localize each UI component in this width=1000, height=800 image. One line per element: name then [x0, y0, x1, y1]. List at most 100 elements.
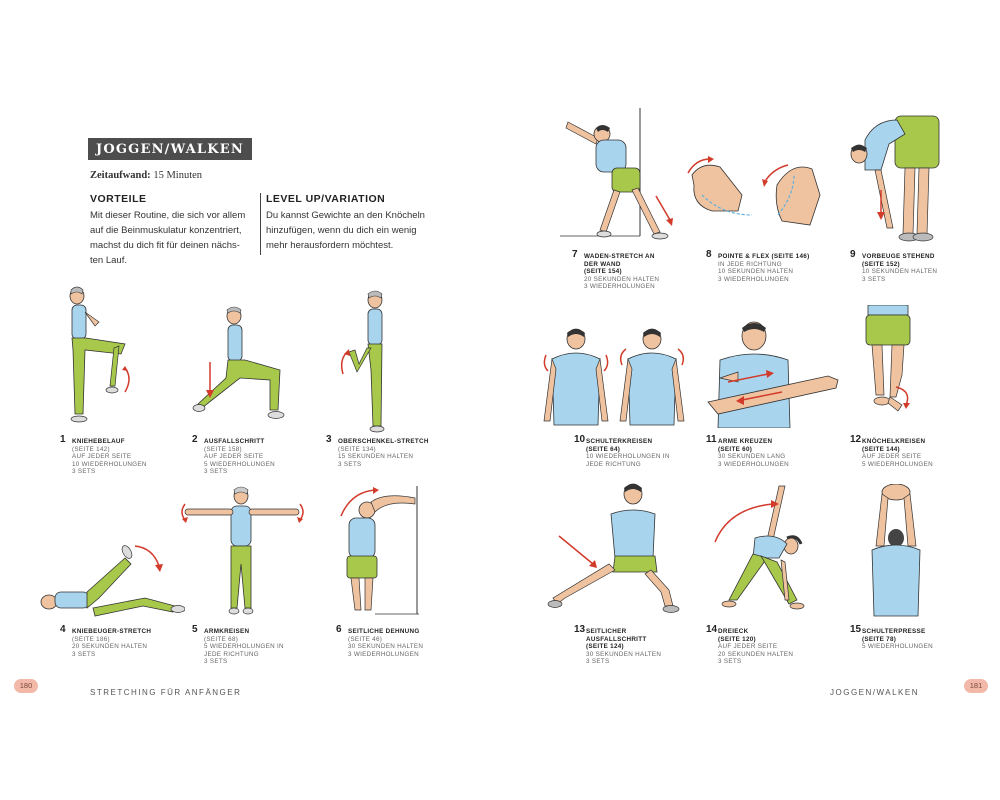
level-heading: LEVEL UP/VARIATION [266, 193, 386, 205]
footer-left: STRETCHING FÜR ANFÄNGER [90, 688, 242, 697]
exercise-name: POINTE & FLEX (SEITE 146) [718, 253, 810, 260]
exercise-detail: (SEITE 158) [204, 445, 242, 453]
exercise-caption-4: 4 KNIEBEUGER-STRETCH (SEITE 186) 20 SEKU… [60, 625, 192, 658]
exercise-detail: 15 SEKUNDEN HALTEN [338, 453, 414, 461]
exercise-detail: 30 SEKUNDEN HALTEN [348, 643, 424, 651]
illustration-calf-stretch [560, 108, 675, 248]
page-number-right: 181 [964, 679, 988, 693]
exercise-name: AUSFALLSCHRITT [204, 438, 265, 445]
illustration-shoulder-press [862, 484, 932, 619]
exercise-detail: 20 SEKUNDEN HALTEN [718, 650, 794, 658]
exercise-number: 2 [192, 434, 198, 445]
exercise-detail: 10 SEKUNDEN HALTEN [718, 268, 794, 276]
illustration-lunge [190, 300, 300, 435]
exercise-detail: 5 WIEDERHOLUNGEN [204, 460, 275, 468]
exercise-name: OBERSCHENKEL-STRETCH [338, 438, 429, 445]
exercise-caption-8: 8 POINTE & FLEX (SEITE 146) IN JEDE RICH… [706, 250, 838, 283]
illustration-forward-bend [845, 110, 945, 248]
level-line: Du kannst Gewichte an den Knöcheln [266, 210, 425, 221]
exercise-detail: (SEITE 142) [72, 445, 110, 453]
exercise-detail: (SEITE 124) [586, 643, 624, 651]
right-page: 7 WADEN-STRETCH AN DER WAND (SEITE 154) … [500, 0, 1000, 800]
footer-right: JOGGEN/WALKEN [830, 688, 919, 697]
exercise-number: 12 [850, 434, 862, 445]
section-title: JOGGEN/WALKEN [88, 138, 252, 160]
exercise-number: 10 [574, 434, 586, 445]
exercise-number: 7 [572, 249, 578, 260]
exercise-detail: AUF JEDER SEITE [204, 453, 264, 461]
illustration-cross-arms [698, 318, 843, 428]
exercise-name: ARMKREISEN [204, 628, 250, 635]
exercise-caption-12: 12 KNÖCHELKREISEN (SEITE 144) AUF JEDER … [850, 435, 982, 468]
exercise-detail: 3 SETS [72, 468, 96, 476]
exercise-detail: (SEITE 144) [862, 445, 900, 453]
exercise-number: 4 [60, 624, 66, 635]
exercise-caption-10: 10 SCHULTERKREISEN (SEITE 64) 10 WIEDERH… [574, 435, 706, 468]
exercise-detail: (SEITE 120) [718, 635, 756, 643]
exercise-name: KNIEHEBELAUF [72, 438, 125, 445]
page-number-left: 180 [14, 679, 38, 693]
exercise-detail: 20 SEKUNDEN HALTEN [72, 643, 148, 651]
exercise-caption-7: 7 WADEN-STRETCH AN DER WAND (SEITE 154) … [572, 250, 704, 291]
exercise-number: 1 [60, 434, 66, 445]
exercise-detail: JEDE RICHTUNG [204, 650, 259, 658]
exercise-caption-5: 5 ARMKREISEN (SEITE 68) 5 WIEDERHOLUNGEN… [192, 625, 324, 666]
illustration-pointe-flex [682, 155, 832, 245]
benefits-text: Mit dieser Routine, die sich vor allem a… [90, 208, 260, 268]
exercise-detail: (SEITE 64) [586, 445, 621, 453]
exercise-number: 13 [574, 624, 586, 635]
exercise-name: SCHULTERPRESSE [862, 628, 926, 635]
exercise-detail: 3 SETS [72, 650, 96, 658]
column-divider [260, 193, 261, 255]
exercise-detail: 30 SEKUNDEN LANG [718, 453, 786, 461]
exercise-detail: 3 WIEDERHOLUNGEN [718, 275, 789, 283]
exercise-detail: (SEITE 152) [862, 260, 900, 268]
illustration-side-lunge [545, 480, 690, 620]
exercise-detail: 10 WIEDERHOLUNGEN IN [586, 453, 670, 461]
exercise-detail: 3 SETS [204, 468, 228, 476]
exercise-detail: 20 SEKUNDEN HALTEN [584, 275, 660, 283]
exercise-detail: 3 SETS [204, 658, 228, 666]
exercise-caption-14: 14 DREIECK (SEITE 120) AUF JEDER SEITE 2… [706, 625, 838, 666]
exercise-name: DREIECK [718, 628, 749, 635]
exercise-name: WADEN-STRETCH AN [584, 253, 655, 260]
exercise-detail: 30 SEKUNDEN HALTEN [586, 650, 662, 658]
time-info: Zeitaufwand: 15 Minuten [90, 170, 202, 181]
level-text: Du kannst Gewichte an den Knöcheln hinzu… [266, 208, 436, 253]
benefits-line: auf die Beinmuskulatur konzentriert, [90, 225, 242, 236]
illustration-hamstring-stretch [35, 532, 185, 622]
benefits-line: Mit dieser Routine, die sich vor allem [90, 210, 246, 221]
time-label: Zeitaufwand: [90, 170, 151, 181]
exercise-number: 9 [850, 249, 856, 260]
exercise-name: ARME KREUZEN [718, 438, 773, 445]
exercise-detail: 3 WIEDERHOLUNGEN [584, 283, 655, 291]
exercise-detail: 3 SETS [862, 275, 886, 283]
exercise-caption-11: 11 ARME KREUZEN (SEITE 60) 30 SEKUNDEN L… [706, 435, 838, 468]
exercise-detail: IN JEDE RICHTUNG [718, 260, 782, 268]
benefits-line: machst du dich fit für deinen nächs- [90, 240, 240, 251]
level-line: hinzufügen, wenn du dich ein wenig [266, 225, 417, 236]
exercise-detail: 3 SETS [718, 658, 742, 666]
illustration-ankle-circles [862, 305, 932, 435]
exercise-detail: (SEITE 78) [862, 635, 897, 643]
exercise-caption-13: 13 SEITLICHER AUSFALLSCHRITT (SEITE 124)… [574, 625, 706, 666]
exercise-detail: DER WAND [584, 260, 621, 268]
exercise-detail: (SEITE 154) [584, 268, 622, 276]
illustration-quad-stretch [335, 286, 405, 434]
exercise-name: KNÖCHELKREISEN [862, 438, 926, 445]
illustration-side-stretch [335, 486, 425, 621]
exercise-name: SCHULTERKREISEN [586, 438, 653, 445]
exercise-caption-1: 1 KNIEHEBELAUF (SEITE 142) AUF JEDER SEI… [60, 435, 192, 476]
exercise-number: 14 [706, 624, 718, 635]
exercise-caption-15: 15 SCHULTERPRESSE (SEITE 78) 5 WIEDERHOL… [850, 625, 982, 651]
benefits-heading: VORTEILE [90, 193, 147, 205]
exercise-detail: AUF JEDER SEITE [718, 643, 778, 651]
illustration-knee-raise [55, 282, 135, 432]
exercise-number: 6 [336, 624, 342, 635]
exercise-detail: JEDE RICHTUNG [586, 460, 641, 468]
exercise-number: 8 [706, 249, 712, 260]
exercise-detail: 3 SETS [586, 658, 610, 666]
exercise-detail: AUF JEDER SEITE [72, 453, 132, 461]
exercise-detail: 10 WIEDERHOLUNGEN [72, 460, 147, 468]
exercise-detail: 5 WIEDERHOLUNGEN [862, 460, 933, 468]
